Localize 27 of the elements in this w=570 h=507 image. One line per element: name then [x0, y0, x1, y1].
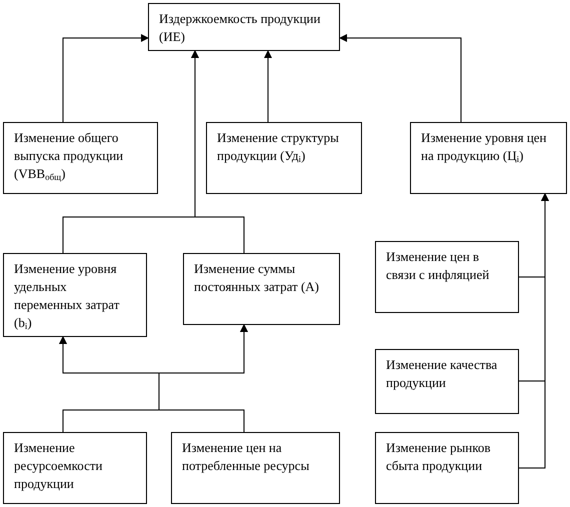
factor-text: Изменение структуры продукции (Уд$_{i}$) — [217, 129, 340, 165]
factor-box — [148, 3, 340, 51]
factor-box — [375, 349, 519, 414]
factor-text: Изменение общего выпуска продукции (VBB$_{общ}$) — [14, 129, 124, 183]
factor-text: Изменение цен на потребленные ресурсы — [182, 439, 310, 475]
factor-text: Издержкоемкость продукции (ИЕ) — [159, 10, 322, 46]
factor-box — [206, 122, 362, 194]
factor-box — [3, 253, 147, 337]
factor-box — [375, 241, 519, 313]
factor-box — [3, 432, 147, 504]
factor-text: Изменение рынков сбыта продукции — [386, 439, 492, 475]
factor-box — [410, 122, 567, 194]
connector-arrow — [62, 34, 149, 122]
factor-text: Изменение цен в связи с инфляцией — [386, 248, 490, 284]
factor-box — [3, 122, 158, 194]
factor-box — [171, 432, 340, 504]
connector-arrow — [339, 34, 462, 122]
connector-arrow — [264, 50, 272, 122]
factor-text: Изменение уровня удельных переменных затрат (b$_{i}$) — [14, 260, 120, 332]
factor-text: Изменение качества продукции — [386, 356, 498, 392]
connector-arrow — [191, 50, 244, 254]
factor-box — [375, 432, 519, 504]
factor-text: Изменение уровня цен на продукцию (Ц$_{i}$) — [421, 129, 548, 165]
connector-arrow — [518, 193, 549, 468]
factor-box — [183, 253, 340, 325]
factor-text: Изменение ресурсоемкости продукции — [14, 439, 104, 493]
factor-text: Изменение суммы постоянных затрат (А) — [194, 260, 320, 296]
